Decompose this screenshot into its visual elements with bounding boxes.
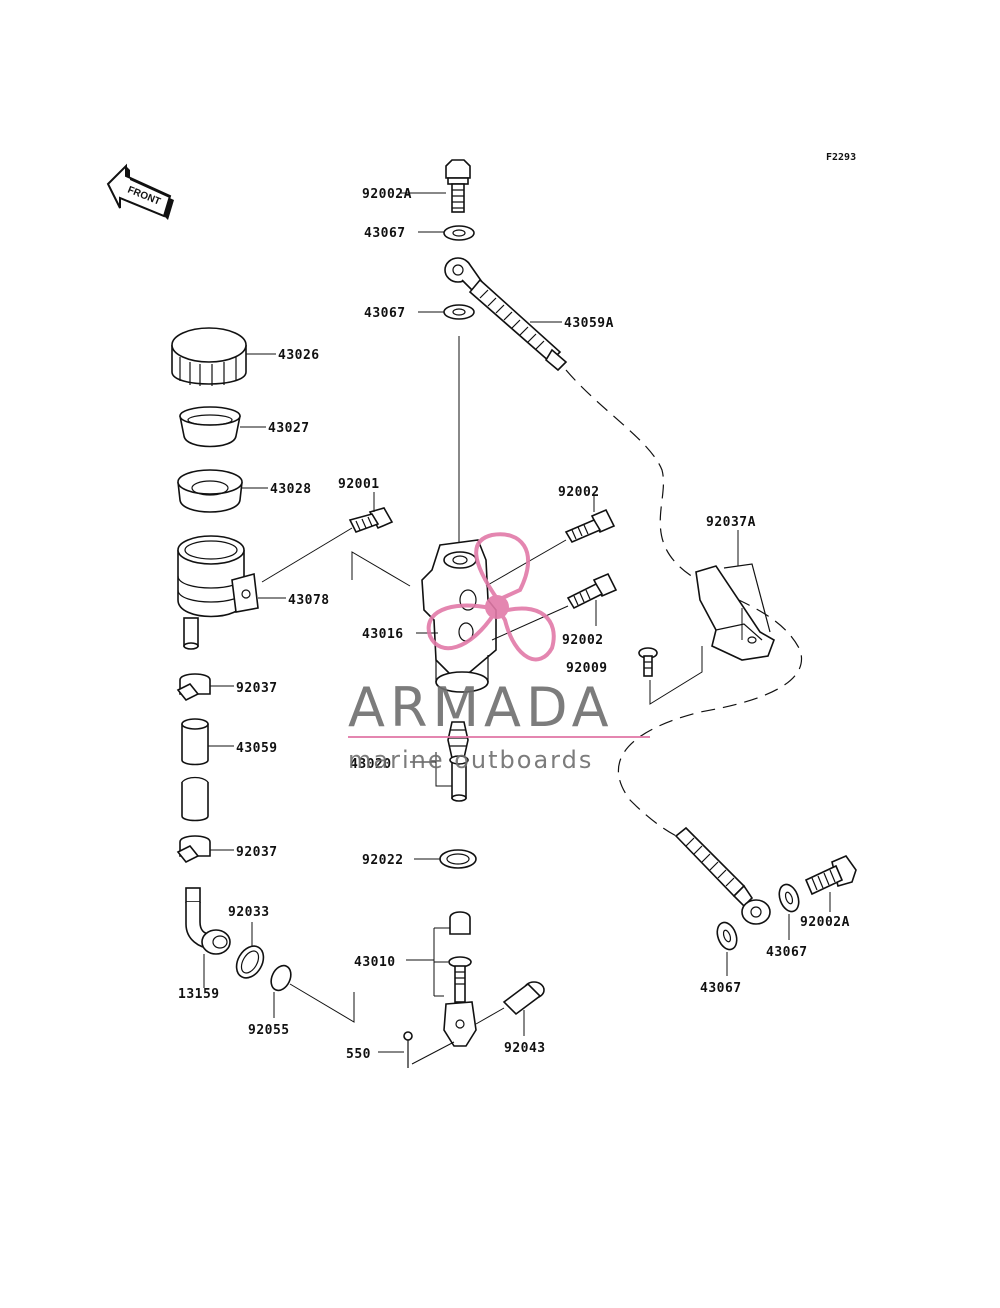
bolt-92002-a — [564, 508, 616, 544]
label-43067-b: 43067 — [364, 306, 406, 321]
label-92033: 92033 — [228, 905, 270, 920]
reservoir-cap — [171, 327, 247, 386]
label-92002-a: 92002 — [558, 485, 600, 500]
piston-43020 — [447, 721, 469, 802]
label-43059: 43059 — [236, 741, 278, 756]
watermark-logo: ARMADA marine outboards — [348, 532, 650, 774]
banjo-bolt-top — [445, 159, 471, 213]
bracket-92037A — [695, 563, 775, 661]
label-43067-a: 43067 — [364, 226, 406, 241]
label-92022: 92022 — [362, 853, 404, 868]
hose-43059 — [181, 718, 209, 822]
watermark-subtitle: marine outboards — [348, 746, 593, 774]
label-92055: 92055 — [248, 1023, 290, 1038]
label-43020: 43020 — [350, 757, 392, 772]
cotter-pin-550 — [403, 1031, 413, 1068]
label-550: 550 — [346, 1047, 371, 1062]
label-43016: 43016 — [362, 627, 404, 642]
figure-ref-label: F2293 — [826, 152, 856, 163]
brake-hose-lower — [674, 826, 771, 925]
bolt-92001 — [348, 507, 394, 533]
label-43028: 43028 — [270, 482, 312, 497]
label-92037-b: 92037 — [236, 845, 278, 860]
watermark-title: ARMADA — [348, 676, 614, 739]
pin-92043 — [502, 981, 545, 1016]
washer-bottom-d — [778, 883, 800, 913]
diaphragm — [177, 469, 243, 513]
label-43067-d: 43067 — [766, 945, 808, 960]
label-13159: 13159 — [178, 987, 220, 1002]
label-92002A-bottom: 92002A — [800, 915, 850, 930]
label-43026: 43026 — [278, 348, 320, 363]
label-43027: 43027 — [268, 421, 310, 436]
pushrod-43010 — [443, 911, 477, 1047]
o-ring-92055 — [270, 964, 292, 992]
label-43059A: 43059A — [564, 316, 614, 331]
label-92002A-top: 92002A — [362, 187, 412, 202]
clamp-92037-b — [176, 835, 211, 864]
label-43078: 43078 — [288, 593, 330, 608]
label-92009: 92009 — [566, 661, 608, 676]
master-cylinder-body — [421, 539, 497, 693]
label-43010: 43010 — [354, 955, 396, 970]
banjo-bolt-bottom — [804, 855, 857, 896]
label-92001: 92001 — [338, 477, 380, 492]
washer-top-b — [443, 304, 475, 320]
clamp-92037-a — [176, 673, 211, 702]
reservoir-body — [177, 535, 259, 650]
circlip-92033 — [235, 945, 265, 979]
label-92002-b: 92002 — [562, 633, 604, 648]
label-92043: 92043 — [504, 1041, 546, 1056]
elbow-fitting-13159 — [185, 887, 231, 955]
label-92037A: 92037A — [706, 515, 756, 530]
washer-top-a — [443, 225, 475, 241]
brake-hose-upper — [444, 257, 568, 372]
circlip-92022 — [439, 849, 477, 869]
screw-92009 — [638, 647, 658, 677]
bolt-92002-b — [566, 572, 618, 610]
label-43067-c: 43067 — [700, 981, 742, 996]
washer-bottom-c — [716, 921, 738, 951]
label-92037-a: 92037 — [236, 681, 278, 696]
propeller-icon — [426, 532, 556, 662]
front-arrow-icon: FRONT — [106, 163, 174, 220]
cap-plate — [179, 406, 241, 448]
